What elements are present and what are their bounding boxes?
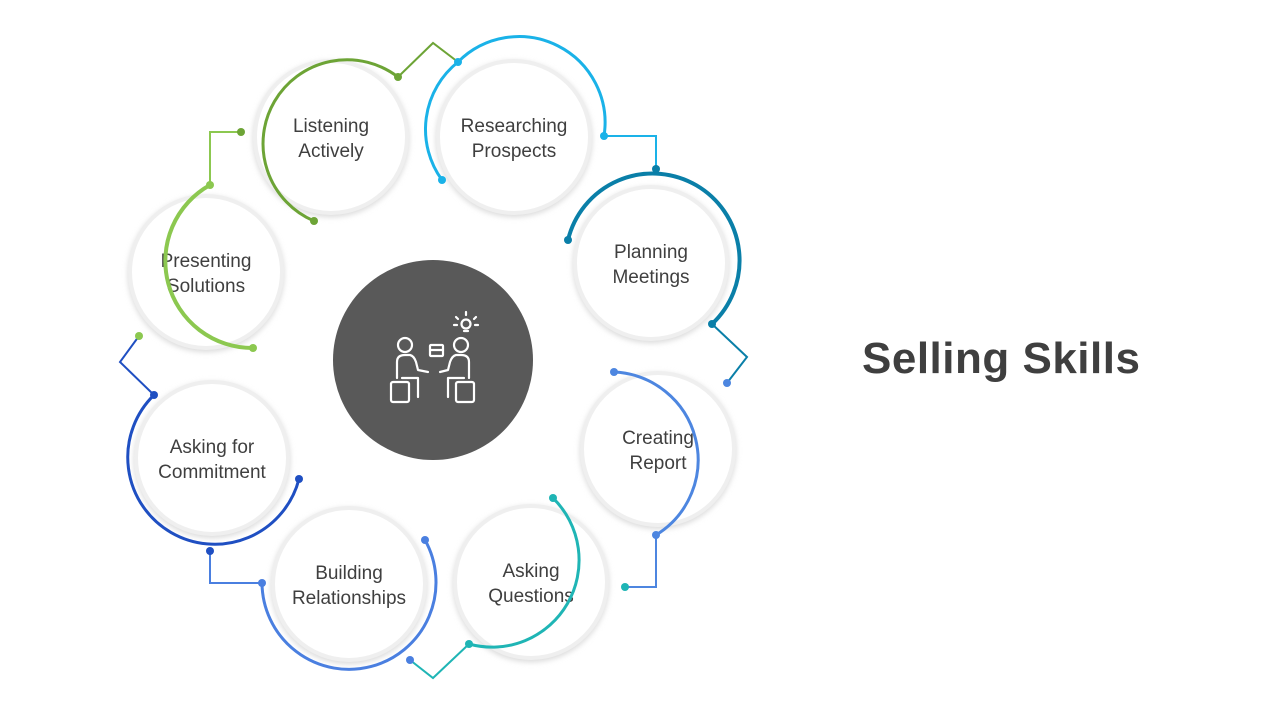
node-circle <box>271 506 427 662</box>
node-circle <box>573 185 729 341</box>
connector-commitment-presenting <box>118 335 155 396</box>
node-circle <box>128 194 284 350</box>
connector-creating-questions <box>625 535 657 588</box>
node-circle <box>453 504 609 660</box>
arc-researching-prospects <box>424 60 460 182</box>
connector-dot <box>621 583 629 591</box>
connector-dot <box>465 640 473 648</box>
connector-dot <box>421 536 429 544</box>
connector-dot <box>258 579 266 587</box>
connector-lines <box>118 41 749 680</box>
connector-dot <box>723 379 731 387</box>
node-label-line: Report <box>629 453 687 474</box>
node-label-line: Planning <box>614 242 688 263</box>
connector-dot <box>295 475 303 483</box>
connector-dot <box>406 656 414 664</box>
connector-dot <box>206 181 214 189</box>
arc-asking-for-commitment <box>126 393 301 546</box>
slide-title: Selling Skills <box>862 334 1141 383</box>
arc-listening-actively <box>261 58 400 223</box>
connector-dot <box>206 547 214 555</box>
arc-researching-prospects-b <box>456 35 607 138</box>
connector-dot <box>237 128 245 136</box>
node-label-line: Solutions <box>167 276 245 297</box>
node-label-line: Listening <box>293 116 369 137</box>
connector-dot <box>454 58 462 66</box>
node-label-line: Commitment <box>158 462 266 483</box>
connector-questions-building <box>409 643 470 680</box>
connector-dots <box>135 58 731 664</box>
connector-dot <box>708 320 716 328</box>
arc-asking-questions <box>467 496 581 649</box>
connector-dot <box>394 73 402 81</box>
connector-dot <box>249 344 257 352</box>
node-label-line: Asking <box>502 561 559 582</box>
node-label-line: Presenting <box>161 251 252 272</box>
center-circle <box>333 260 533 460</box>
connector-building-commitment <box>209 551 262 584</box>
node-circle <box>436 59 592 215</box>
connector-dot <box>310 217 318 225</box>
node-label-line: Questions <box>488 586 574 607</box>
node-arcs <box>126 35 742 671</box>
node-label-line: Building <box>315 563 383 584</box>
arc-building-relationships <box>260 538 438 671</box>
node-label-line: Creating <box>622 428 694 449</box>
node-label-line: Relationships <box>292 588 406 609</box>
node-label-line: Asking for <box>170 437 255 458</box>
arc-planning-meetings <box>566 171 742 326</box>
connector-dot <box>549 494 557 502</box>
arc-presenting-solutions <box>163 183 255 351</box>
connector-dot <box>564 236 572 244</box>
connector-dot <box>652 531 660 539</box>
connector-researching-planning <box>604 135 657 169</box>
node-label-line: Prospects <box>472 141 556 162</box>
connector-listening-researching <box>397 41 459 78</box>
node-circle <box>134 380 290 536</box>
connector-dot <box>652 165 660 173</box>
connector-dot <box>600 132 608 140</box>
connector-dot <box>135 332 143 340</box>
two-people-meeting-idea-icon <box>389 310 480 404</box>
node-label-line: Actively <box>298 141 364 162</box>
center-hub <box>333 260 533 460</box>
node-circle <box>580 371 736 527</box>
node-label-line: Researching <box>461 116 568 137</box>
connector-presenting-listening <box>209 131 241 185</box>
arc-creating-report <box>612 370 700 537</box>
connector-dot <box>610 368 618 376</box>
node-label-line: Meetings <box>612 267 689 288</box>
connector-planning-creating <box>711 323 749 384</box>
connector-dot <box>438 176 446 184</box>
connector-dot <box>150 391 158 399</box>
